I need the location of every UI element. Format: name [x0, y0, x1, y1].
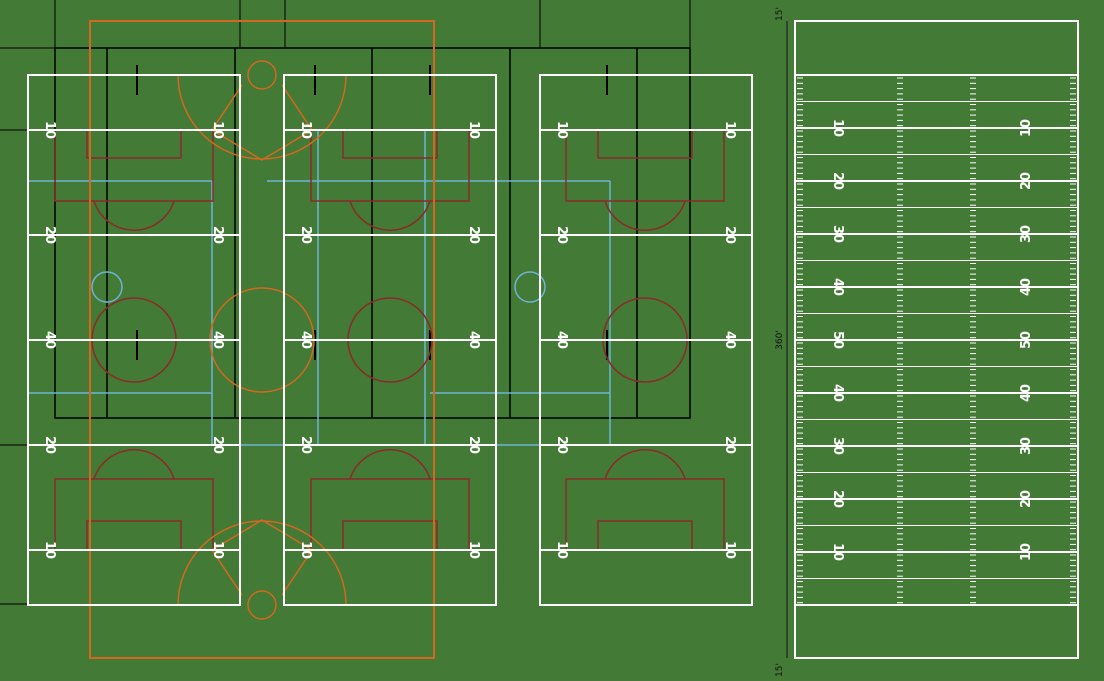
football-yard-number: 20 [1019, 490, 1034, 508]
football-yard-number: 10 [830, 543, 845, 561]
yard-number: 10 [210, 541, 225, 559]
football-yard-number: 50 [1019, 331, 1034, 349]
softball-plate-circle [247, 60, 277, 90]
yard-number: 10 [42, 541, 57, 559]
soccer-arc [93, 200, 175, 231]
yard-number: 20 [466, 436, 481, 454]
football-yard-number: 40 [830, 384, 845, 402]
football-yard-number: 20 [830, 490, 845, 508]
football-yard-number: 10 [1019, 543, 1034, 561]
football-yard-number: 50 [830, 331, 845, 349]
yard-number: 20 [466, 226, 481, 244]
softball-outfield-arc [177, 74, 347, 160]
soccer-arc [93, 449, 175, 480]
dim-length: 360' [775, 330, 785, 350]
football-yard-number: 30 [1019, 437, 1034, 455]
football-yard-number: 30 [830, 437, 845, 455]
yard-number: 20 [554, 226, 569, 244]
yard-number: 20 [554, 436, 569, 454]
dim-bottom: 15' [775, 663, 785, 677]
softball-diamond [210, 84, 314, 161]
yard-number: 20 [210, 226, 225, 244]
softball-outfield-arc [177, 520, 347, 606]
yard-number: 20 [42, 226, 57, 244]
yard-number: 20 [210, 436, 225, 454]
yard-number: 10 [210, 121, 225, 139]
soccer-arc [349, 200, 431, 231]
yard-number: 20 [298, 226, 313, 244]
yard-number: 20 [722, 436, 737, 454]
football-yard-number: 10 [1019, 119, 1034, 137]
football-yard-number: 40 [1019, 278, 1034, 296]
yard-number: 40 [554, 331, 569, 349]
dim-top: 15' [775, 7, 785, 21]
football-yard-number: 20 [1019, 172, 1034, 190]
field-hockey-circle [514, 271, 546, 303]
yard-number: 10 [466, 121, 481, 139]
yard-number: 20 [42, 436, 57, 454]
yard-number: 10 [466, 541, 481, 559]
football-yard-number: 40 [830, 278, 845, 296]
field-hockey-circle [91, 271, 123, 303]
yard-number: 10 [722, 541, 737, 559]
football-yard-number: 30 [1019, 225, 1034, 243]
yard-number: 10 [42, 121, 57, 139]
football-yard-number: 30 [830, 225, 845, 243]
football-yard-number: 40 [1019, 384, 1034, 402]
softball-diamond [210, 519, 314, 596]
yard-number: 10 [298, 121, 313, 139]
yard-number: 40 [210, 331, 225, 349]
yard-number: 10 [722, 121, 737, 139]
softball-plate-circle [247, 590, 277, 620]
soccer-arc [349, 449, 431, 480]
yard-number: 10 [554, 121, 569, 139]
yard-number: 40 [42, 331, 57, 349]
yard-number: 20 [298, 436, 313, 454]
yard-number: 40 [466, 331, 481, 349]
yard-number: 20 [722, 226, 737, 244]
yard-number: 10 [554, 541, 569, 559]
yard-number: 40 [722, 331, 737, 349]
yard-number: 10 [298, 541, 313, 559]
yard-number: 40 [298, 331, 313, 349]
football-yard-number: 20 [830, 172, 845, 190]
football-yard-number: 10 [830, 119, 845, 137]
soccer-arc [604, 449, 686, 480]
soccer-arc [604, 200, 686, 231]
